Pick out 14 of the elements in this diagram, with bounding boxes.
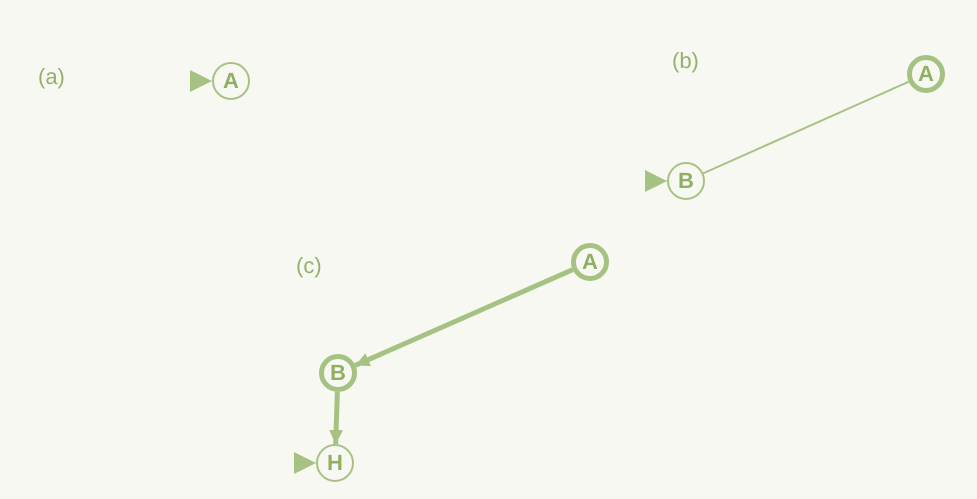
state-circle: A	[907, 55, 945, 93]
panel-label: (c)	[296, 253, 322, 279]
state-circle: A	[212, 62, 250, 100]
entry-arrow	[294, 452, 316, 474]
panel-label: (a)	[38, 64, 65, 90]
entry-arrow	[644, 170, 668, 192]
panel-label: (b)	[672, 48, 699, 74]
arrow	[354, 267, 574, 368]
arrow	[329, 392, 344, 444]
state-circle: A	[571, 243, 609, 281]
state-circle: B	[667, 162, 705, 200]
state-circle: H	[316, 444, 354, 482]
state-circle: B	[319, 354, 357, 392]
entry-arrow	[190, 70, 212, 92]
